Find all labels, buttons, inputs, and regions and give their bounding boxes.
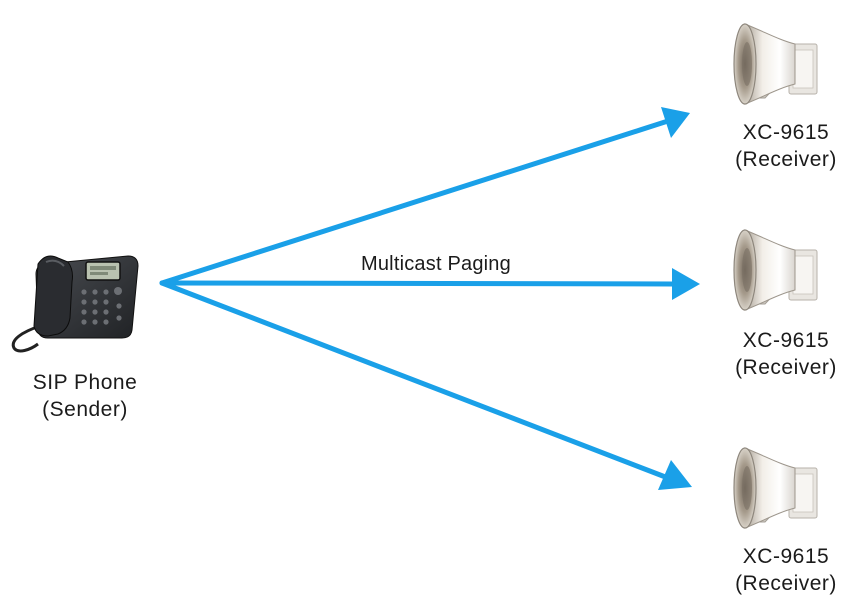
arrowhead-icon <box>661 107 690 138</box>
arrowhead-icon <box>658 460 692 490</box>
arrow-to-receiver-1 <box>159 118 671 286</box>
sender-name: SIP Phone <box>32 371 138 394</box>
horn-speaker-icon <box>732 446 819 530</box>
receiver-name: XC-9615 <box>742 545 830 568</box>
multicast-paging-label: Multicast Paging <box>361 253 511 275</box>
receiver-role: (Receiver) <box>735 356 837 379</box>
sender-role: (Sender) <box>42 398 128 421</box>
receiver-name: XC-9615 <box>742 121 830 144</box>
receiver-3-label: XC-9615 (Receiver) <box>716 543 856 597</box>
horn-speaker-icon <box>732 22 819 106</box>
receiver-1-label: XC-9615 (Receiver) <box>716 119 856 173</box>
receiver-role: (Receiver) <box>735 572 837 595</box>
horn-speaker-icon <box>732 228 819 312</box>
arrow-to-receiver-2 <box>159 280 677 287</box>
receiver-2-label: XC-9615 (Receiver) <box>716 327 856 381</box>
arrow-to-receiver-3 <box>159 280 671 481</box>
arrows-group <box>159 107 700 490</box>
receiver-name: XC-9615 <box>742 329 830 352</box>
arrowhead-icon <box>672 268 700 300</box>
desk-phone-icon <box>11 255 139 353</box>
receiver-role: (Receiver) <box>735 148 837 171</box>
sender-label: SIP Phone (Sender) <box>10 369 160 423</box>
